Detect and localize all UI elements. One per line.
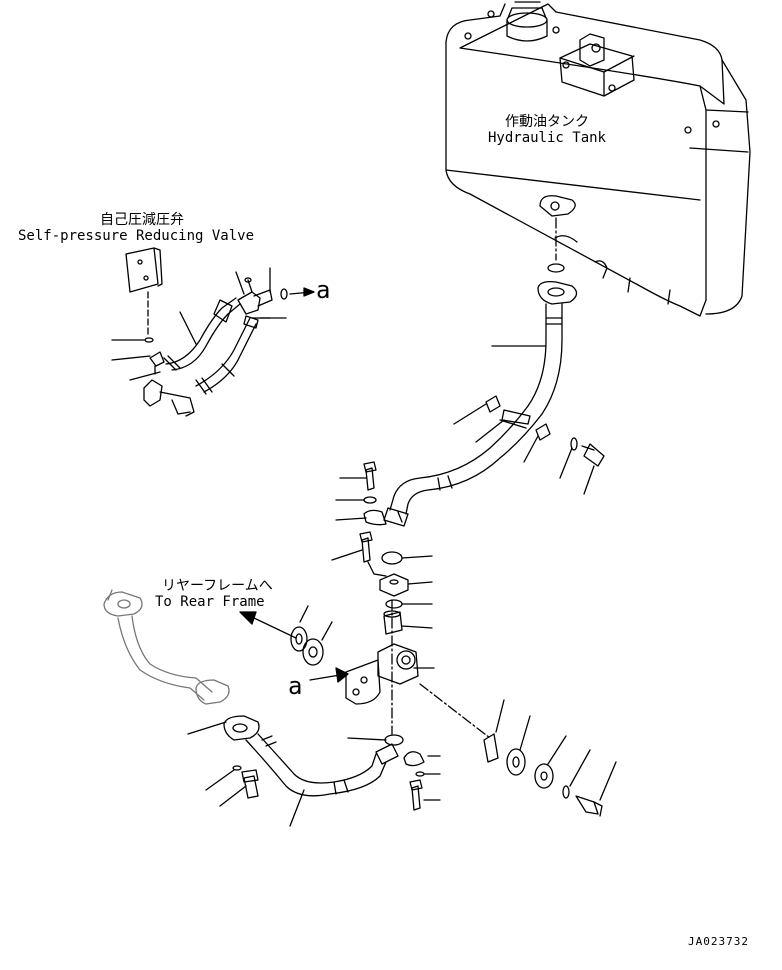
parts-stack [290, 461, 617, 817]
hydraulic-tank-label-jp: 作動油タンク [505, 114, 589, 130]
reducing-valve-label-en: Self-pressure Reducing Valve [18, 228, 255, 244]
rear-frame-pipe [103, 589, 230, 705]
arrow-a-right-label: a [316, 276, 331, 304]
hydraulic-tank-label-en: Hydraulic Tank [487, 130, 606, 146]
drawing-code: JA023732 [688, 935, 749, 948]
hydraulic-tank [445, 1, 751, 317]
reducing-valve-assembly [111, 247, 315, 417]
arrow-a-left-label: a [288, 672, 303, 700]
suction-pipe [383, 280, 605, 527]
direction-arrows [239, 611, 349, 683]
reducing-valve-label-jp: 自己圧減圧弁 [100, 212, 184, 228]
lower-pipe [187, 715, 441, 827]
rear-frame-label-en: To Rear Frame [155, 594, 265, 610]
rear-frame-label-jp: リヤーフレームへ [162, 578, 273, 594]
